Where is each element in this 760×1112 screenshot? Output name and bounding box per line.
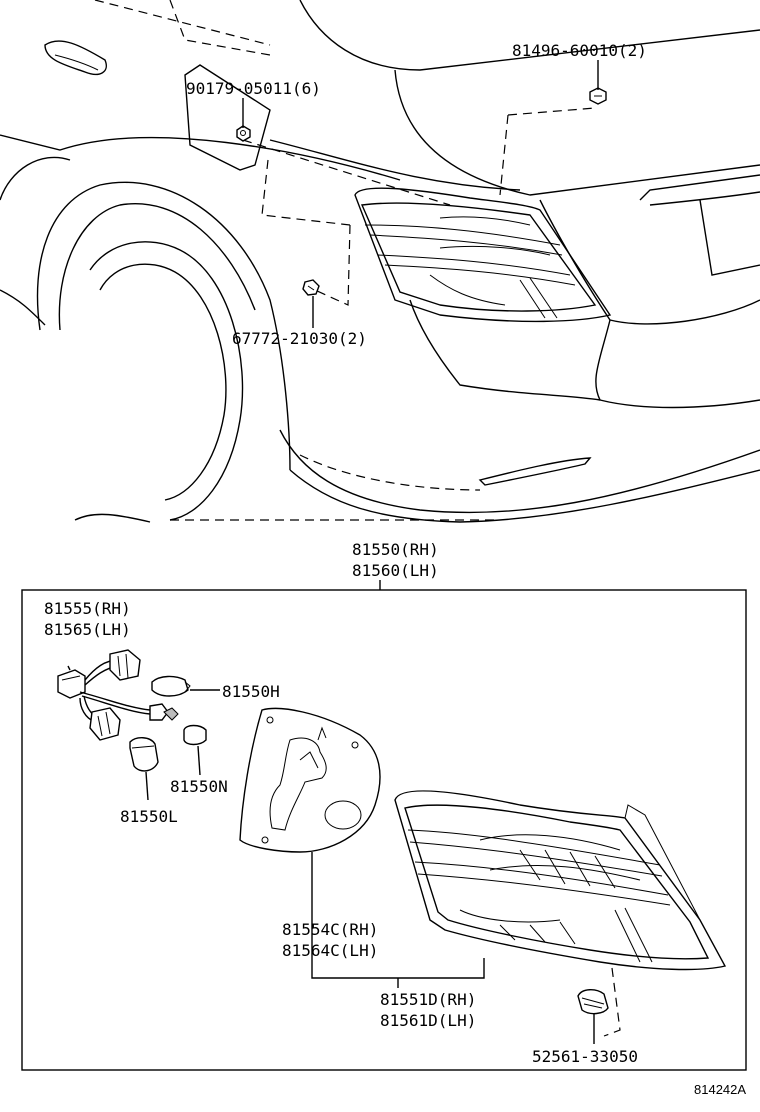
part-number-81550l: 81550L — [120, 807, 178, 826]
diagram-code: 814242A — [694, 1082, 746, 1097]
part-number-81564c: 81564C(LH) — [282, 941, 378, 960]
tail-lamp-lens-81551d-illustration — [394, 790, 727, 971]
bulb-81550h-icon — [151, 675, 191, 697]
cover-52561-icon — [577, 989, 609, 1015]
part-number-81550n: 81550N — [170, 777, 228, 796]
part-number-81554c: 81554C(RH) — [282, 920, 378, 939]
clip-81496-icon — [589, 87, 607, 105]
part-number-81560: 81560(LH) — [352, 561, 439, 580]
bulb-81550l-icon — [129, 737, 159, 772]
bulb-81550n-icon — [183, 724, 207, 746]
gasket-81554c-illustration — [239, 707, 381, 853]
car-body-illustration — [0, 0, 760, 523]
part-number-81551d: 81551D(RH) — [380, 990, 476, 1009]
part-number-81555: 81555(RH) — [44, 599, 131, 618]
assembly-frame — [21, 589, 747, 1071]
part-number-81550h: 81550H — [222, 682, 280, 701]
part-number-81496: 81496-60010(2) — [512, 41, 647, 60]
part-number-90179: 90179-05011(6) — [186, 79, 321, 98]
part-number-81561d: 81561D(LH) — [380, 1011, 476, 1030]
part-number-81550: 81550(RH) — [352, 540, 439, 559]
wire-harness-illustration — [57, 649, 179, 741]
plug-67772-icon — [302, 279, 320, 296]
part-number-67772: 67772-21030(2) — [232, 329, 367, 348]
nut-90179-icon — [236, 125, 251, 142]
part-number-52561: 52561-33050 — [532, 1047, 638, 1066]
part-number-81565: 81565(LH) — [44, 620, 131, 639]
